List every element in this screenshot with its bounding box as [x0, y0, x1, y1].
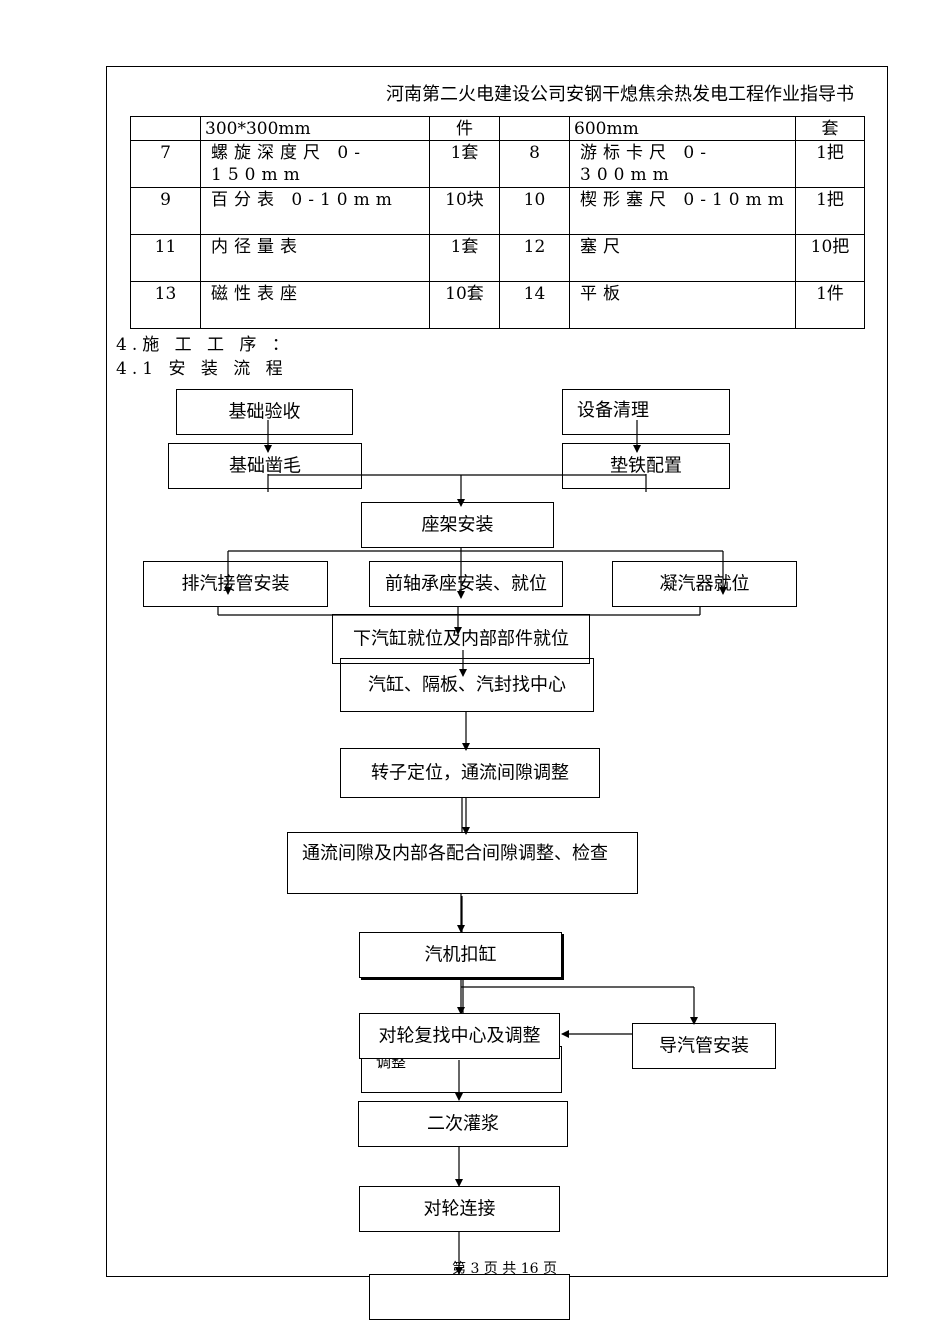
- table-row: 9 百分表 0-10mm 10块 10 楔形塞尺 0-10mm 1把: [130, 187, 865, 235]
- flow-step-label: 基础凿毛: [229, 455, 301, 477]
- flow-step-label: 汽机扣缸: [424, 944, 497, 966]
- flow-step-label: 排汽接管安装: [181, 573, 290, 595]
- table-cell: 平板: [569, 281, 796, 329]
- table-cell: 10: [499, 187, 570, 235]
- flow-step-condenser: 凝汽器就位: [612, 561, 797, 607]
- flow-step-label: 下汽缸就位及内部部件就位: [353, 628, 569, 650]
- table-cell: 8: [499, 140, 570, 188]
- table-cell: 螺旋深度尺 0-150mm: [200, 140, 430, 188]
- page-footer: 第 3 页 共 16 页: [452, 1261, 557, 1277]
- flow-step-label: 通流间隙及内部各配合间隙调整、检查: [302, 843, 608, 864]
- table-cell: 1件: [795, 281, 865, 329]
- table-cell: 百分表 0-10mm: [200, 187, 430, 235]
- table-cell: 游标卡尺 0-300mm: [569, 140, 796, 188]
- flow-step-label: 凝汽器就位: [659, 573, 750, 595]
- flow-step-front-bearing: 前轴承座安装、就位: [369, 561, 563, 607]
- table-cell: 9: [130, 187, 201, 235]
- flow-step-label: 垫铁配置: [610, 455, 682, 477]
- flow-step-label: 汽缸、隔板、汽封找中心: [368, 674, 566, 696]
- flow-step-frame-install: 座架安装: [361, 502, 554, 548]
- flow-step-exhaust-pipe: 排汽接管安装: [143, 561, 328, 607]
- flow-step-centering: 汽缸、隔板、汽封找中心: [340, 658, 594, 712]
- flow-step-label: 对轮连接: [423, 1198, 496, 1220]
- flow-step-lower-cylinder: 下汽缸就位及内部部件就位: [332, 614, 590, 664]
- section-heading: 4.施 工 工 序 ：: [116, 335, 294, 355]
- flow-step-label: 转子定位，通流间隙调整: [371, 762, 569, 784]
- flow-step-realign: 对轮复找中心及调整: [359, 1013, 560, 1059]
- flow-step-label: 对轮复找中心及调整: [378, 1025, 541, 1047]
- flow-step-foundation-chisel: 基础凿毛: [168, 443, 362, 489]
- section-subheading: 4.1 安 装 流 程: [116, 359, 288, 379]
- flow-step-last: [369, 1274, 570, 1320]
- flow-step-rotor: 转子定位，通流间隙调整: [340, 748, 600, 798]
- tools-table: 300*300mm 件 600mm 套 7 螺旋深度尺 0-150mm 1套 8…: [130, 116, 865, 329]
- table-row: 13 磁性表座 10套 14 平板 1件: [130, 281, 865, 329]
- table-cell: 磁性表座: [200, 281, 430, 329]
- table-cell: [130, 116, 201, 141]
- flow-step-foundation-check: 基础验收: [176, 389, 353, 435]
- flow-step-label: 基础验收: [228, 401, 301, 423]
- table-cell: 1把: [795, 140, 865, 188]
- flow-step-label: 座架安装: [421, 514, 494, 536]
- table-cell: 12: [499, 234, 570, 282]
- flow-step-steam-pipe: 导汽管安装: [632, 1023, 776, 1069]
- table-cell: 内径量表: [200, 234, 430, 282]
- table-cell: 1把: [795, 187, 865, 235]
- table-cell: 11: [130, 234, 201, 282]
- flow-step-label: 二次灌浆: [427, 1113, 499, 1135]
- document-header: 河南第二火电建设公司安钢干熄焦余热发电工程作业指导书: [386, 84, 854, 105]
- table-cell: 7: [130, 140, 201, 188]
- table-cell: 10套: [429, 281, 500, 329]
- flow-step-label: 导汽管安装: [659, 1035, 749, 1057]
- flow-step-label: 设备清理: [577, 400, 649, 421]
- flow-step-shim-config: 垫铁配置: [562, 443, 730, 489]
- table-cell: 楔形塞尺 0-10mm: [569, 187, 796, 235]
- flow-step-cover: 汽机扣缸: [359, 932, 562, 978]
- flow-step-coupling: 对轮连接: [359, 1186, 560, 1232]
- flow-step-grouting: 二次灌浆: [358, 1101, 568, 1147]
- flow-step-clearance: 通流间隙及内部各配合间隙调整、检查: [287, 832, 638, 894]
- flow-step-label: 前轴承座安装、就位: [385, 573, 547, 595]
- flow-step-equipment-clean: 设备清理: [562, 389, 730, 435]
- table-cell: 1套: [429, 140, 500, 188]
- table-cell: 300*300mm: [200, 116, 430, 141]
- table-row: 7 螺旋深度尺 0-150mm 1套 8 游标卡尺 0-300mm 1把: [130, 140, 865, 188]
